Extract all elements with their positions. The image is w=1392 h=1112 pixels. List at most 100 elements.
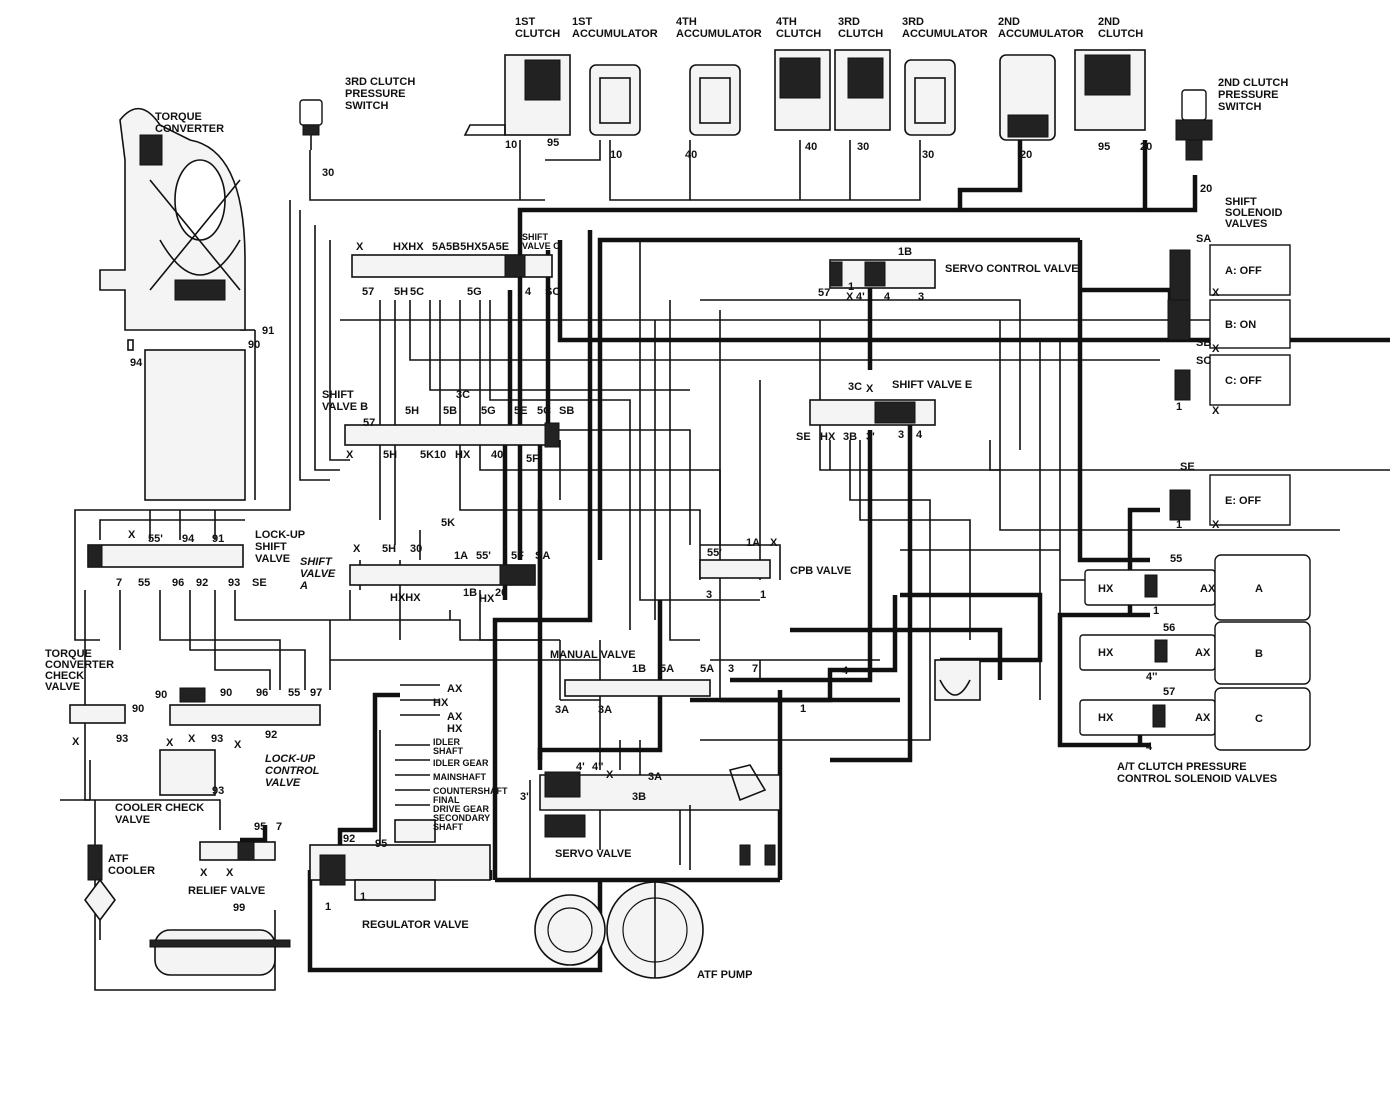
shift-valve-a-body bbox=[349, 564, 536, 586]
clutch3-pressure-switch bbox=[299, 99, 323, 150]
port-label: 57 bbox=[362, 286, 374, 298]
port-label: AX bbox=[1195, 712, 1211, 724]
accumulator-2 bbox=[999, 54, 1056, 141]
pressure-solenoid-c-label: C bbox=[1255, 713, 1263, 725]
port-label: 92 bbox=[343, 833, 355, 845]
port-label: 20 bbox=[1200, 183, 1212, 195]
port-label: 3' bbox=[520, 791, 529, 803]
port-label: AX bbox=[1195, 647, 1211, 659]
clutch2-pressure-switch bbox=[1175, 89, 1213, 161]
port-label: 92 bbox=[265, 729, 277, 741]
port-label: 4 bbox=[884, 291, 891, 303]
port-label: 96 bbox=[172, 577, 184, 589]
servo-control-valve-body bbox=[829, 259, 936, 289]
port-label: 93 bbox=[116, 733, 128, 745]
port-label: 3B bbox=[632, 791, 646, 803]
port-label: 99 bbox=[233, 902, 245, 914]
port-label: 3C bbox=[456, 389, 470, 401]
port-label: X bbox=[606, 769, 614, 781]
port-label: 95 bbox=[375, 838, 387, 850]
port-label: SA bbox=[1196, 233, 1211, 245]
port-label: 40 bbox=[491, 449, 503, 461]
port-label: 1 bbox=[1176, 519, 1182, 531]
port-label: 95 bbox=[254, 821, 266, 833]
port-label: X bbox=[846, 291, 854, 303]
port-label: 1A bbox=[746, 537, 760, 549]
solenoid-c-state: C: OFF bbox=[1225, 375, 1262, 387]
port-label: 1 bbox=[1176, 401, 1182, 413]
lockup-shift-valve-body bbox=[87, 544, 244, 568]
port-label: 56 bbox=[1163, 622, 1175, 634]
port-label: 30 bbox=[322, 167, 334, 179]
port-label: SE bbox=[252, 577, 267, 589]
port-label: 40 bbox=[685, 149, 697, 161]
atf-pump-label: ATF PUMP bbox=[697, 969, 752, 981]
port-label: 3A bbox=[648, 771, 662, 783]
port-labels: 30 10 95 10 40 40 30 30 20 95 20 20 91 9… bbox=[72, 137, 1220, 914]
port-label: X bbox=[866, 383, 874, 395]
port-label: X bbox=[346, 449, 354, 461]
regulator-valve-label: REGULATOR VALVE bbox=[362, 919, 469, 931]
manual-valve-label: MANUAL VALVE bbox=[550, 649, 636, 661]
port-label: 20 bbox=[1020, 149, 1032, 161]
port-label: 1 bbox=[360, 891, 366, 903]
port-label: 57 bbox=[818, 287, 830, 299]
solenoid-a-state: A: OFF bbox=[1225, 265, 1262, 277]
port-label: 55' bbox=[707, 547, 722, 559]
port-label: 5F bbox=[511, 550, 524, 562]
atf-pump bbox=[534, 881, 704, 979]
port-label: 4 bbox=[916, 429, 923, 441]
shift-valve-e-label: SHIFT VALVE E bbox=[892, 379, 972, 391]
port-label: 90 bbox=[155, 689, 167, 701]
port-label: 4' bbox=[576, 761, 585, 773]
atf-filter-sump bbox=[149, 929, 291, 976]
port-label: 94 bbox=[130, 357, 143, 369]
port-label: X bbox=[770, 537, 778, 549]
port-label: 91 bbox=[262, 325, 274, 337]
port-label: X bbox=[1212, 519, 1220, 531]
port-label: X bbox=[72, 736, 80, 748]
solenoid-boxes bbox=[1209, 244, 1291, 526]
port-label: 5H bbox=[394, 286, 408, 298]
port-label: 7 bbox=[752, 663, 758, 675]
port-label: HX bbox=[1098, 647, 1114, 659]
atf-cooler bbox=[84, 844, 116, 922]
clutch-3 bbox=[834, 49, 891, 131]
pressure-solenoid-a bbox=[1084, 554, 1311, 621]
port-label: 4 bbox=[842, 665, 849, 677]
port-label: 5A bbox=[660, 663, 674, 675]
port-label: 5A bbox=[700, 663, 714, 675]
servo-valve-body bbox=[539, 764, 781, 870]
port-label: 55' bbox=[148, 533, 163, 545]
port-label: 30 bbox=[922, 149, 934, 161]
port-label: 5G bbox=[481, 405, 496, 417]
port-label: 3 bbox=[918, 291, 924, 303]
port-label: 55 bbox=[288, 687, 300, 699]
port-label: AX bbox=[447, 683, 463, 695]
pressure-solenoid-b bbox=[1079, 621, 1311, 685]
port-label: SA bbox=[535, 550, 550, 562]
port-label: 93 bbox=[212, 785, 224, 797]
port-label: 90 bbox=[132, 703, 144, 715]
port-label: 5H bbox=[405, 405, 419, 417]
shift-valve-c-body bbox=[351, 254, 553, 278]
cpb-valve-body bbox=[699, 559, 771, 579]
port-label: 1 bbox=[1153, 605, 1159, 617]
port-label: 40 bbox=[805, 141, 817, 153]
port-label: 5F bbox=[526, 453, 539, 465]
servo-valve-label: SERVO VALVE bbox=[555, 848, 631, 860]
port-label: X bbox=[1212, 287, 1220, 299]
